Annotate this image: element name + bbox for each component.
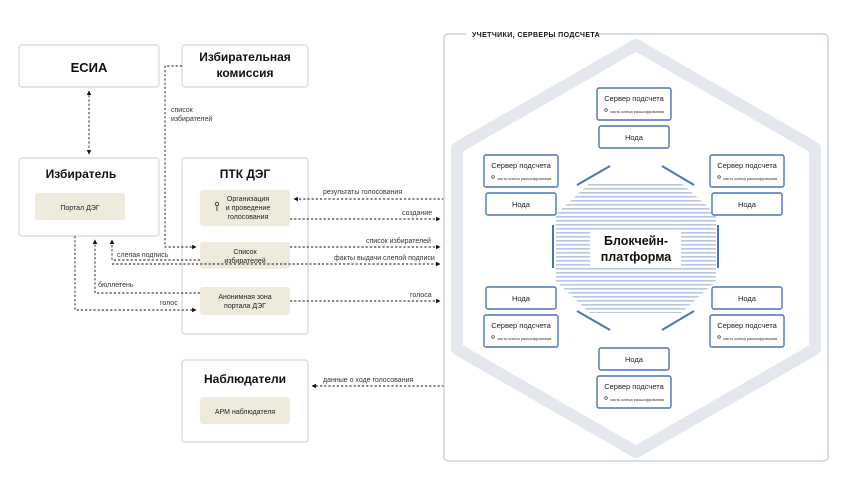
arm-observer-chip [200,397,290,424]
panel-header: УЧЕТЧИКИ, СЕРВЕРЫ ПОДСЧЕТА [472,32,600,39]
label-voter-list-1: список [171,107,194,114]
label-vote: голос [160,300,178,307]
key-part-label: часть ключа расшифрования [497,176,551,181]
node-label: Нода [738,294,757,303]
server-right-top: Сервер подсчета часть ключа расшифровани… [709,154,785,188]
org-line3: голосования [228,214,269,221]
node-label: Нода [512,200,531,209]
node-right-bottom: Нода [711,286,783,310]
voter-box: Избиратель Портал ДЭГ [18,157,160,237]
server-label: Сервер подсчета [491,161,551,170]
label-votes: голоса [410,292,432,299]
blockchain-title-line1: Блокчейн- [604,234,668,248]
org-line1: Организация [227,196,269,203]
key-icon [491,335,495,339]
org-voting-chip [200,190,290,226]
blind-signature-link [109,239,200,261]
blockchain-title-line2: платформа [601,250,673,264]
server-label: Сервер подсчета [604,94,664,103]
key-icon [491,175,495,179]
key-icon [604,396,608,400]
observers-title: Наблюдатели [204,372,286,386]
server-label: Сервер подсчета [604,382,664,391]
org-line2: и проведение [226,205,271,212]
voter-list-chip [200,242,290,269]
portal-deg-label: Портал ДЭГ [60,205,99,212]
key-part-label: часть ключа расшифрования [610,397,664,402]
label-progress: данные о ходе голосования [323,377,413,384]
voter-title: Избиратель [46,167,117,181]
key-part-label: часть ключа расшифрования [497,336,551,341]
key-part-label: часть ключа расшифрования [723,176,777,181]
node-label: Нода [512,294,531,303]
server-left-bottom: Сервер подсчета часть ключа расшифровани… [483,314,559,348]
anon-line2: портала ДЭГ [224,303,266,310]
server-right-bottom: Сервер подсчета часть ключа расшифровани… [709,314,785,348]
commission-title-line2: комиссия [217,66,274,80]
label-list-voters: список избирателей [366,237,431,245]
connectors [74,65,444,389]
node-label: Нода [625,355,644,364]
arm-observer-label: АРМ наблюдателя [215,408,275,416]
ptk-title: ПТК ДЭГ [220,167,271,181]
key-part-label: часть ключа расшифрования [610,109,664,114]
key-icon [214,201,220,211]
server-label: Сервер подсчета [717,321,777,330]
node-bottom: Нода [598,347,670,371]
ballot-link [92,239,200,294]
key-icon [717,175,721,179]
label-creation: создание [402,210,432,217]
key-icon [604,108,608,112]
portal-deg-chip [35,193,125,220]
hex-edges [552,165,719,331]
ptk-box: ПТК ДЭГ Организация и проведение голосов… [181,157,309,335]
node-top: Нода [598,125,670,149]
commission-title-line1: Избирательная [199,50,291,64]
node-left-bottom: Нода [485,286,557,310]
label-blind-signature: слепая подпись [117,252,169,259]
key-part-label: часть ключа расшифрования [723,336,777,341]
voter-list-line2: избирателей [224,257,265,265]
server-bottom: Сервер подсчета часть ключа расшифровани… [596,375,672,409]
server-left-top: Сервер подсчета часть ключа расшифровани… [483,154,559,188]
observers-box: Наблюдатели АРМ наблюдателя [181,359,309,443]
server-label: Сервер подсчета [491,321,551,330]
esia-box: ЕСИА [18,44,160,88]
node-label: Нода [625,133,644,142]
node-left-top: Нода [485,192,557,216]
label-facts: факты выдачи слепой подписи [334,254,435,262]
label-ballot: бюллетень [98,281,134,289]
node-label: Нода [738,200,757,209]
anon-line1: Анонимная зона [218,294,271,301]
server-top: Сервер подсчета часть ключа расшифровани… [596,87,672,121]
commission-list-link [164,65,197,250]
commission-box: Избирательная комиссия [181,44,309,88]
node-right-top: Нода [711,192,783,216]
label-voter-list-2: избирателей [171,115,212,123]
anon-zone-chip [200,287,290,315]
esia-title: ЕСИА [71,60,108,75]
server-label: Сервер подсчета [717,161,777,170]
voter-list-line1: Список [233,249,257,256]
counting-panel: УЧЕТЧИКИ, СЕРВЕРЫ ПОДСЧЕТА Блокчейн- пла… [443,28,829,462]
key-icon [717,335,721,339]
label-results: результаты голосования [323,189,402,196]
